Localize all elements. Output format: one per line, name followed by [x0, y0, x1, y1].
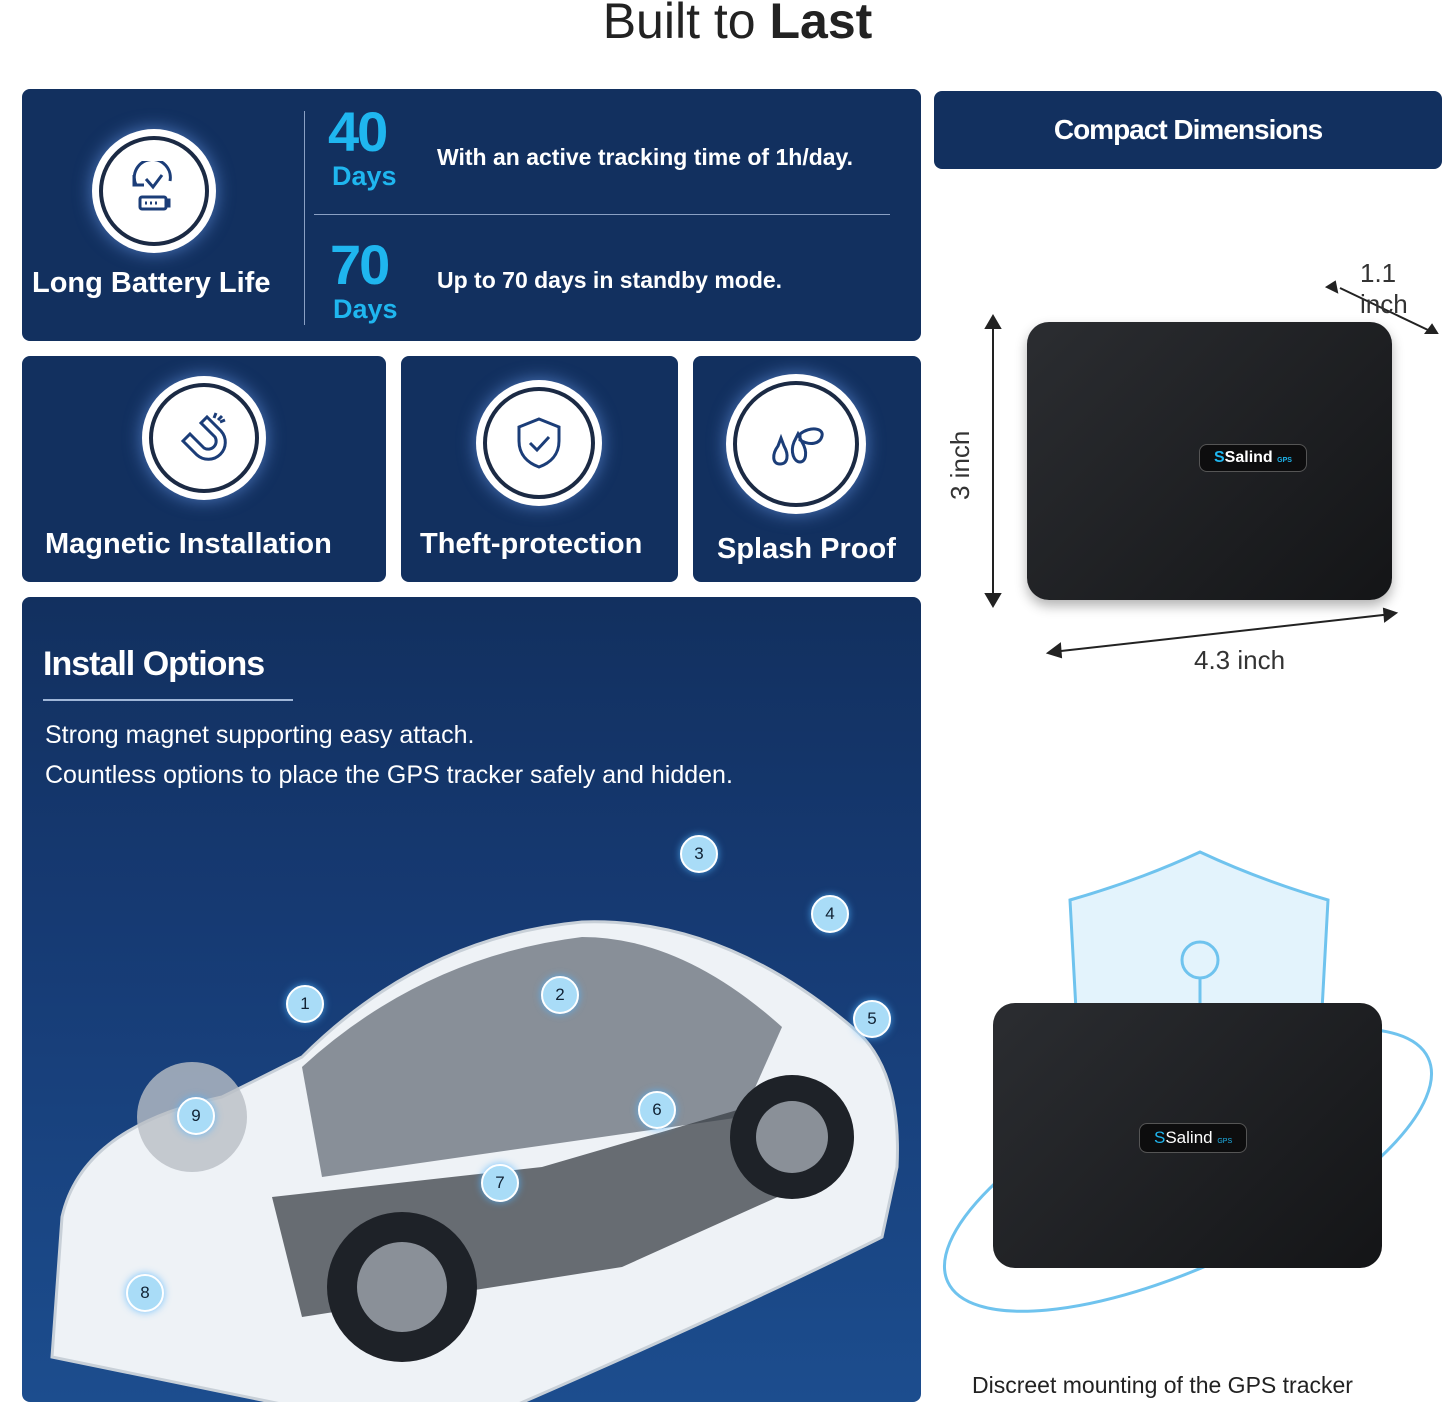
- dimension-arrows: [984, 280, 1439, 659]
- location-marker: 2: [541, 976, 579, 1014]
- divider: [304, 111, 305, 325]
- battery-panel: Long Battery Life 40 Days With an active…: [22, 89, 921, 341]
- install-line: Countless options to place the GPS track…: [45, 761, 733, 789]
- gps-device: SSalind GPS: [1027, 322, 1392, 600]
- water-drops-icon: [726, 374, 866, 514]
- install-title: Install Options: [43, 645, 265, 683]
- feature-magnetic: Magnetic Installation: [22, 356, 386, 582]
- battery-days-standby: 70: [330, 233, 390, 296]
- gps-device-mounted: SSalind GPS: [993, 1003, 1382, 1268]
- clock-battery-icon: [92, 129, 216, 253]
- brand-sub: GPS: [1277, 457, 1292, 464]
- active-description: With an active tracking time of 1h/day.: [437, 144, 854, 170]
- location-marker: 8: [126, 1274, 164, 1312]
- width-label: 4.3 inch: [1194, 645, 1286, 675]
- shield-check-icon: [476, 380, 602, 506]
- magnet-icon: [142, 376, 266, 500]
- device-logo: SSalind GPS: [1199, 444, 1307, 472]
- device-logo: SSalind GPS: [1139, 1123, 1248, 1153]
- car-illustration: [50, 920, 899, 1402]
- location-marker: 5: [853, 1000, 891, 1038]
- dimensions-header: Compact Dimensions: [934, 91, 1442, 169]
- days-unit: Days: [333, 294, 398, 324]
- page-title: Built to Last: [0, 0, 1445, 50]
- install-panel: Install Options Strong magnet supporting…: [22, 597, 921, 1402]
- feature-splash: Splash Proof: [693, 356, 921, 582]
- title-light: Built to: [602, 0, 756, 49]
- title-bold: Last: [769, 0, 873, 49]
- feature-label: Theft-protection: [420, 528, 643, 560]
- mounting-caption: Discreet mounting of the GPS tracker: [972, 1372, 1353, 1398]
- divider: [314, 214, 890, 215]
- title-underline: [43, 699, 293, 701]
- days-unit: Days: [332, 161, 397, 191]
- location-marker: 9: [177, 1097, 215, 1135]
- depth-label: 1.1 inch: [1360, 258, 1408, 319]
- brand-sub: GPS: [1217, 1138, 1233, 1145]
- brand-text: Salind: [1165, 1128, 1213, 1147]
- feature-theft: Theft-protection: [401, 356, 678, 582]
- standby-description: Up to 70 days in standby mode.: [437, 267, 783, 293]
- battery-days-active: 40: [328, 100, 388, 163]
- feature-label: Magnetic Installation: [45, 528, 332, 560]
- height-label: 3 inch: [945, 430, 975, 500]
- location-marker: 1: [286, 985, 324, 1023]
- location-marker: 6: [638, 1091, 676, 1129]
- brand-text: Salind: [1224, 449, 1273, 466]
- location-marker: 4: [811, 895, 849, 933]
- location-marker: 3: [680, 835, 718, 873]
- feature-label: Splash Proof: [717, 533, 896, 565]
- location-marker: 7: [481, 1164, 519, 1202]
- install-line: Strong magnet supporting easy attach.: [45, 721, 475, 749]
- battery-label: Long Battery Life: [32, 267, 271, 299]
